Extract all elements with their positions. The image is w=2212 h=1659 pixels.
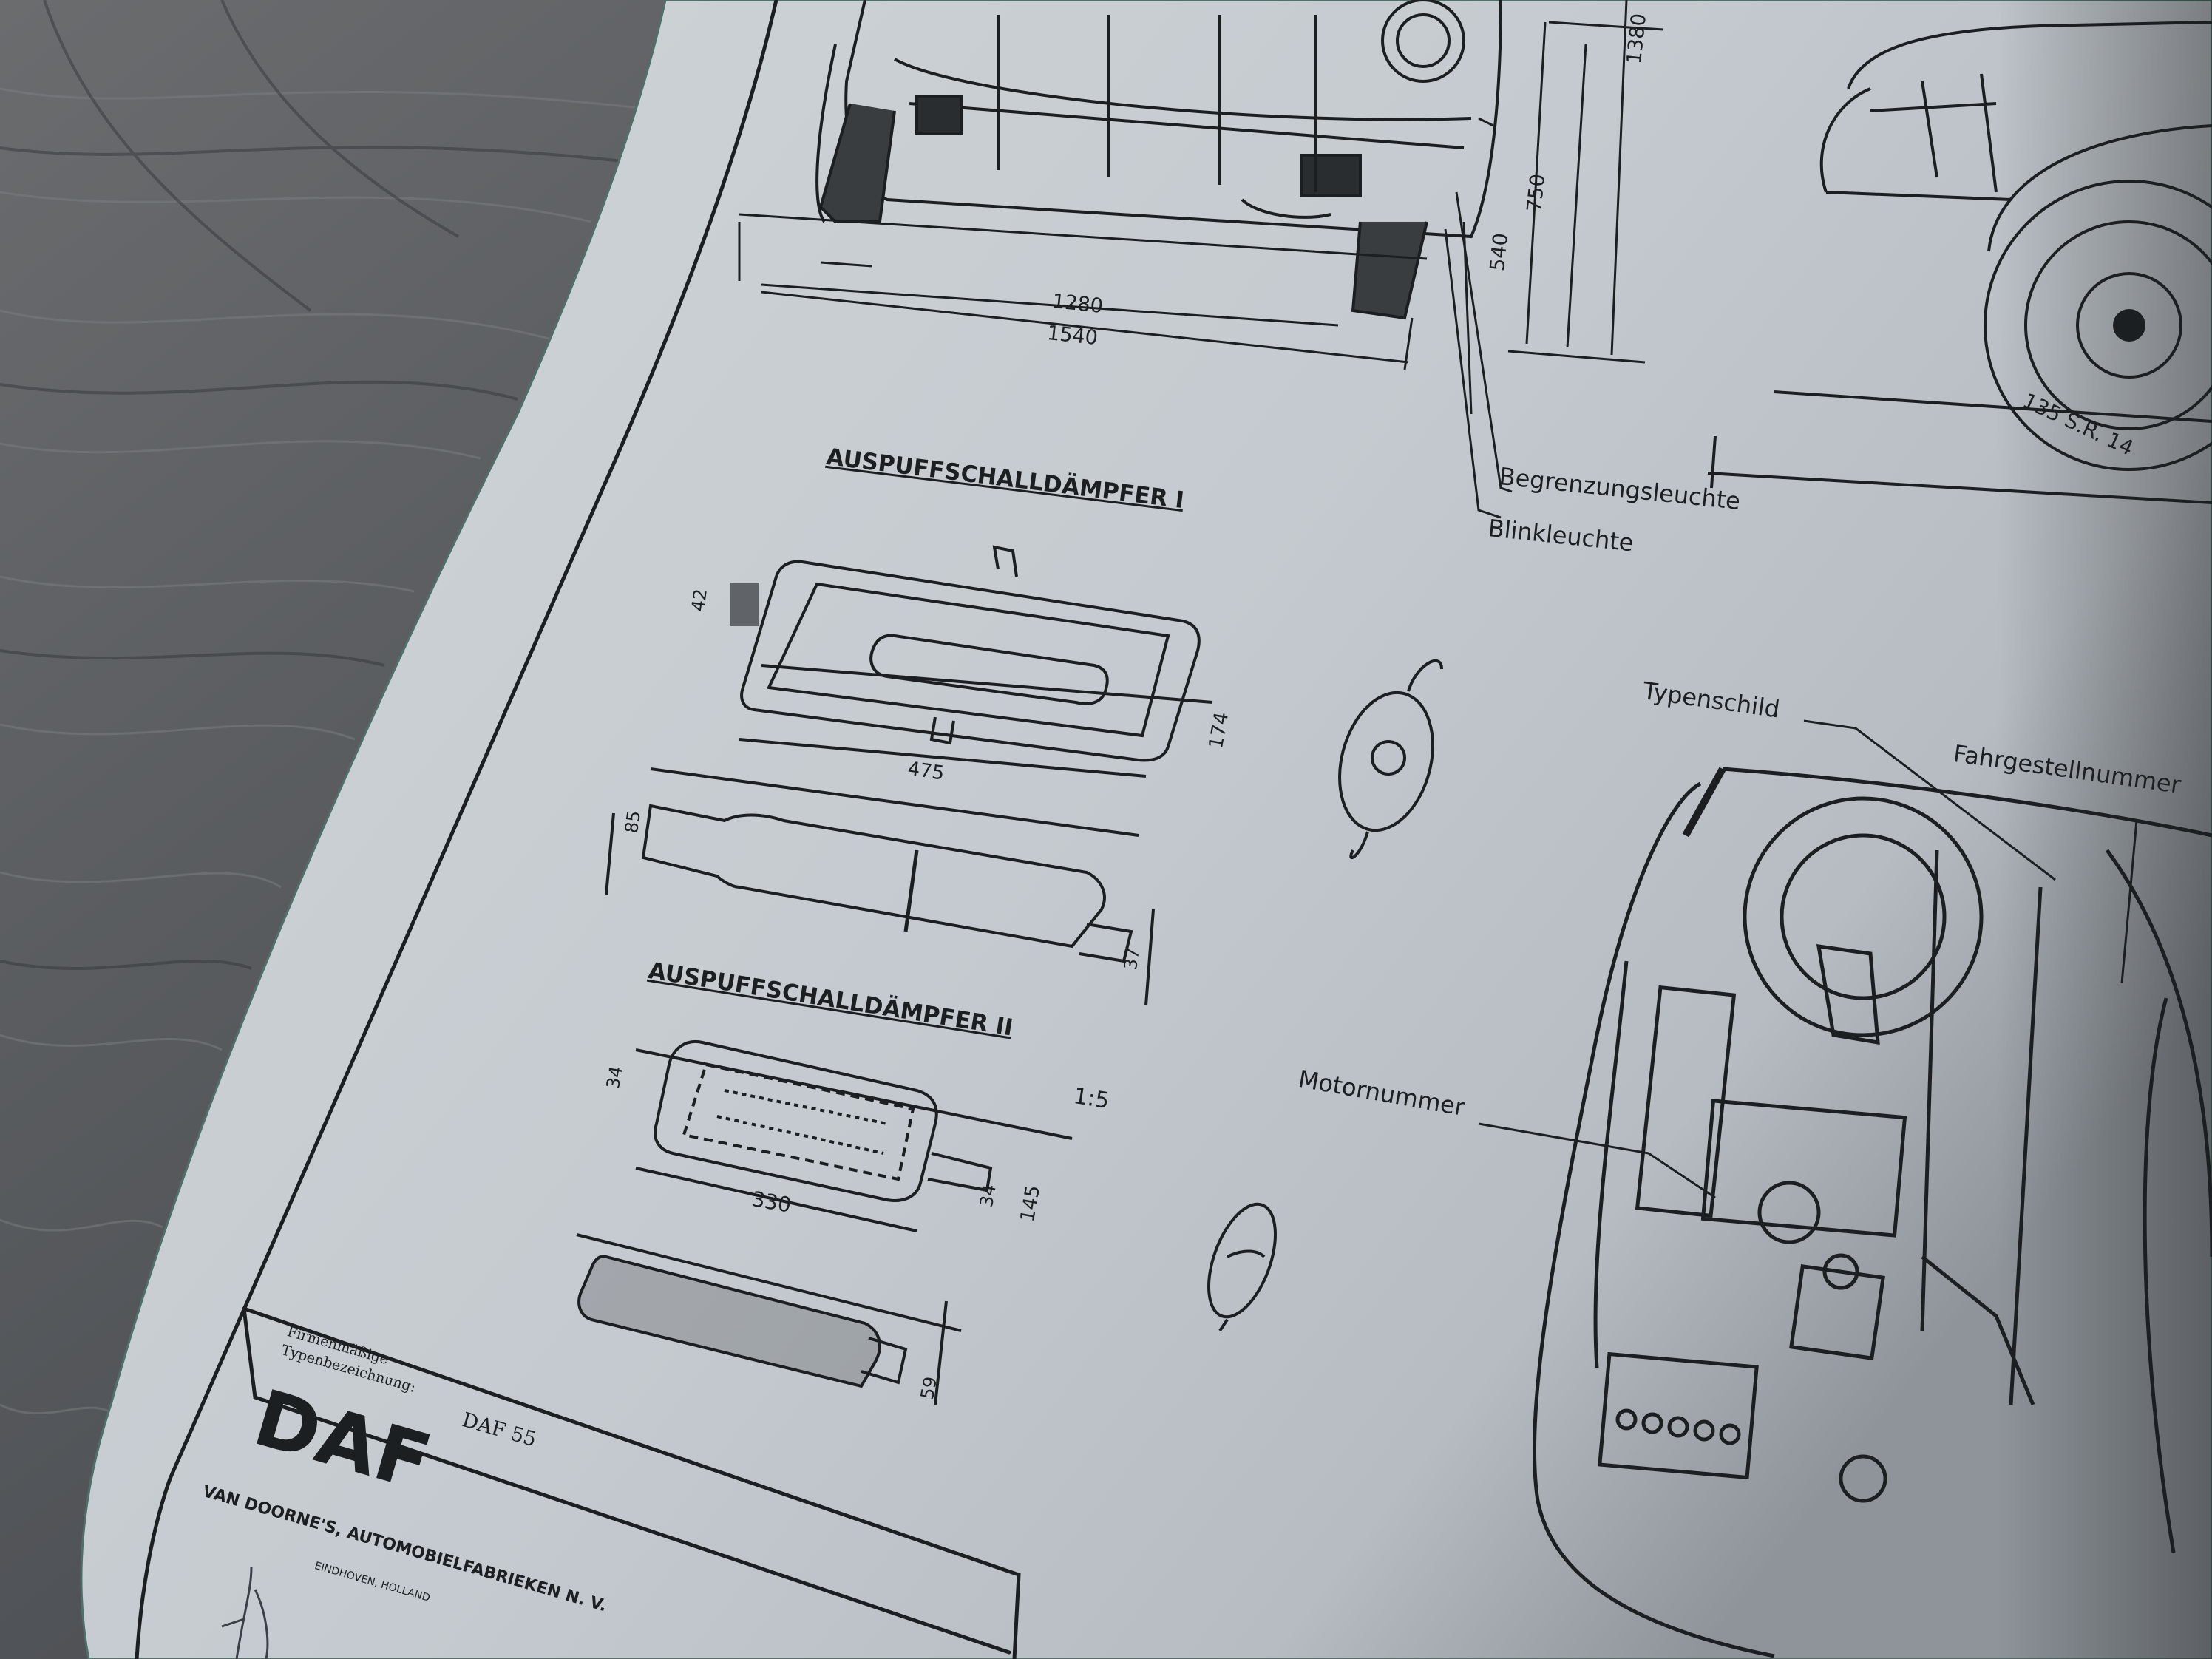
front-view-car bbox=[815, 0, 1502, 320]
dim-750: 750 bbox=[1523, 172, 1550, 214]
dim-34-left: 34 bbox=[603, 1064, 627, 1090]
muffler-1-side-view bbox=[605, 767, 1155, 1006]
dim-540: 540 bbox=[1486, 231, 1513, 273]
muffler-2-side-view bbox=[576, 1233, 962, 1405]
dim-37: 37 bbox=[1120, 946, 1144, 971]
dim-85: 85 bbox=[621, 809, 645, 835]
hanger-rubber-1 bbox=[1338, 659, 1443, 860]
hanger-rubber-2 bbox=[1207, 1202, 1277, 1332]
title-block-frame bbox=[242, 1306, 1021, 1659]
drawing-border bbox=[135, 0, 778, 1659]
dim-42: 42 bbox=[688, 587, 711, 613]
dim-59: 59 bbox=[917, 1374, 941, 1401]
muffler-1-top-view bbox=[730, 545, 1213, 778]
muffler-2-top-view bbox=[635, 1039, 1073, 1232]
rear-view-engine bbox=[1532, 767, 2212, 1658]
side-view-car bbox=[1707, 21, 2212, 504]
scale-label: 1:5 bbox=[1071, 1083, 1111, 1115]
handwritten-signature bbox=[221, 1567, 269, 1659]
dim-34-right: 34 bbox=[976, 1182, 1000, 1209]
